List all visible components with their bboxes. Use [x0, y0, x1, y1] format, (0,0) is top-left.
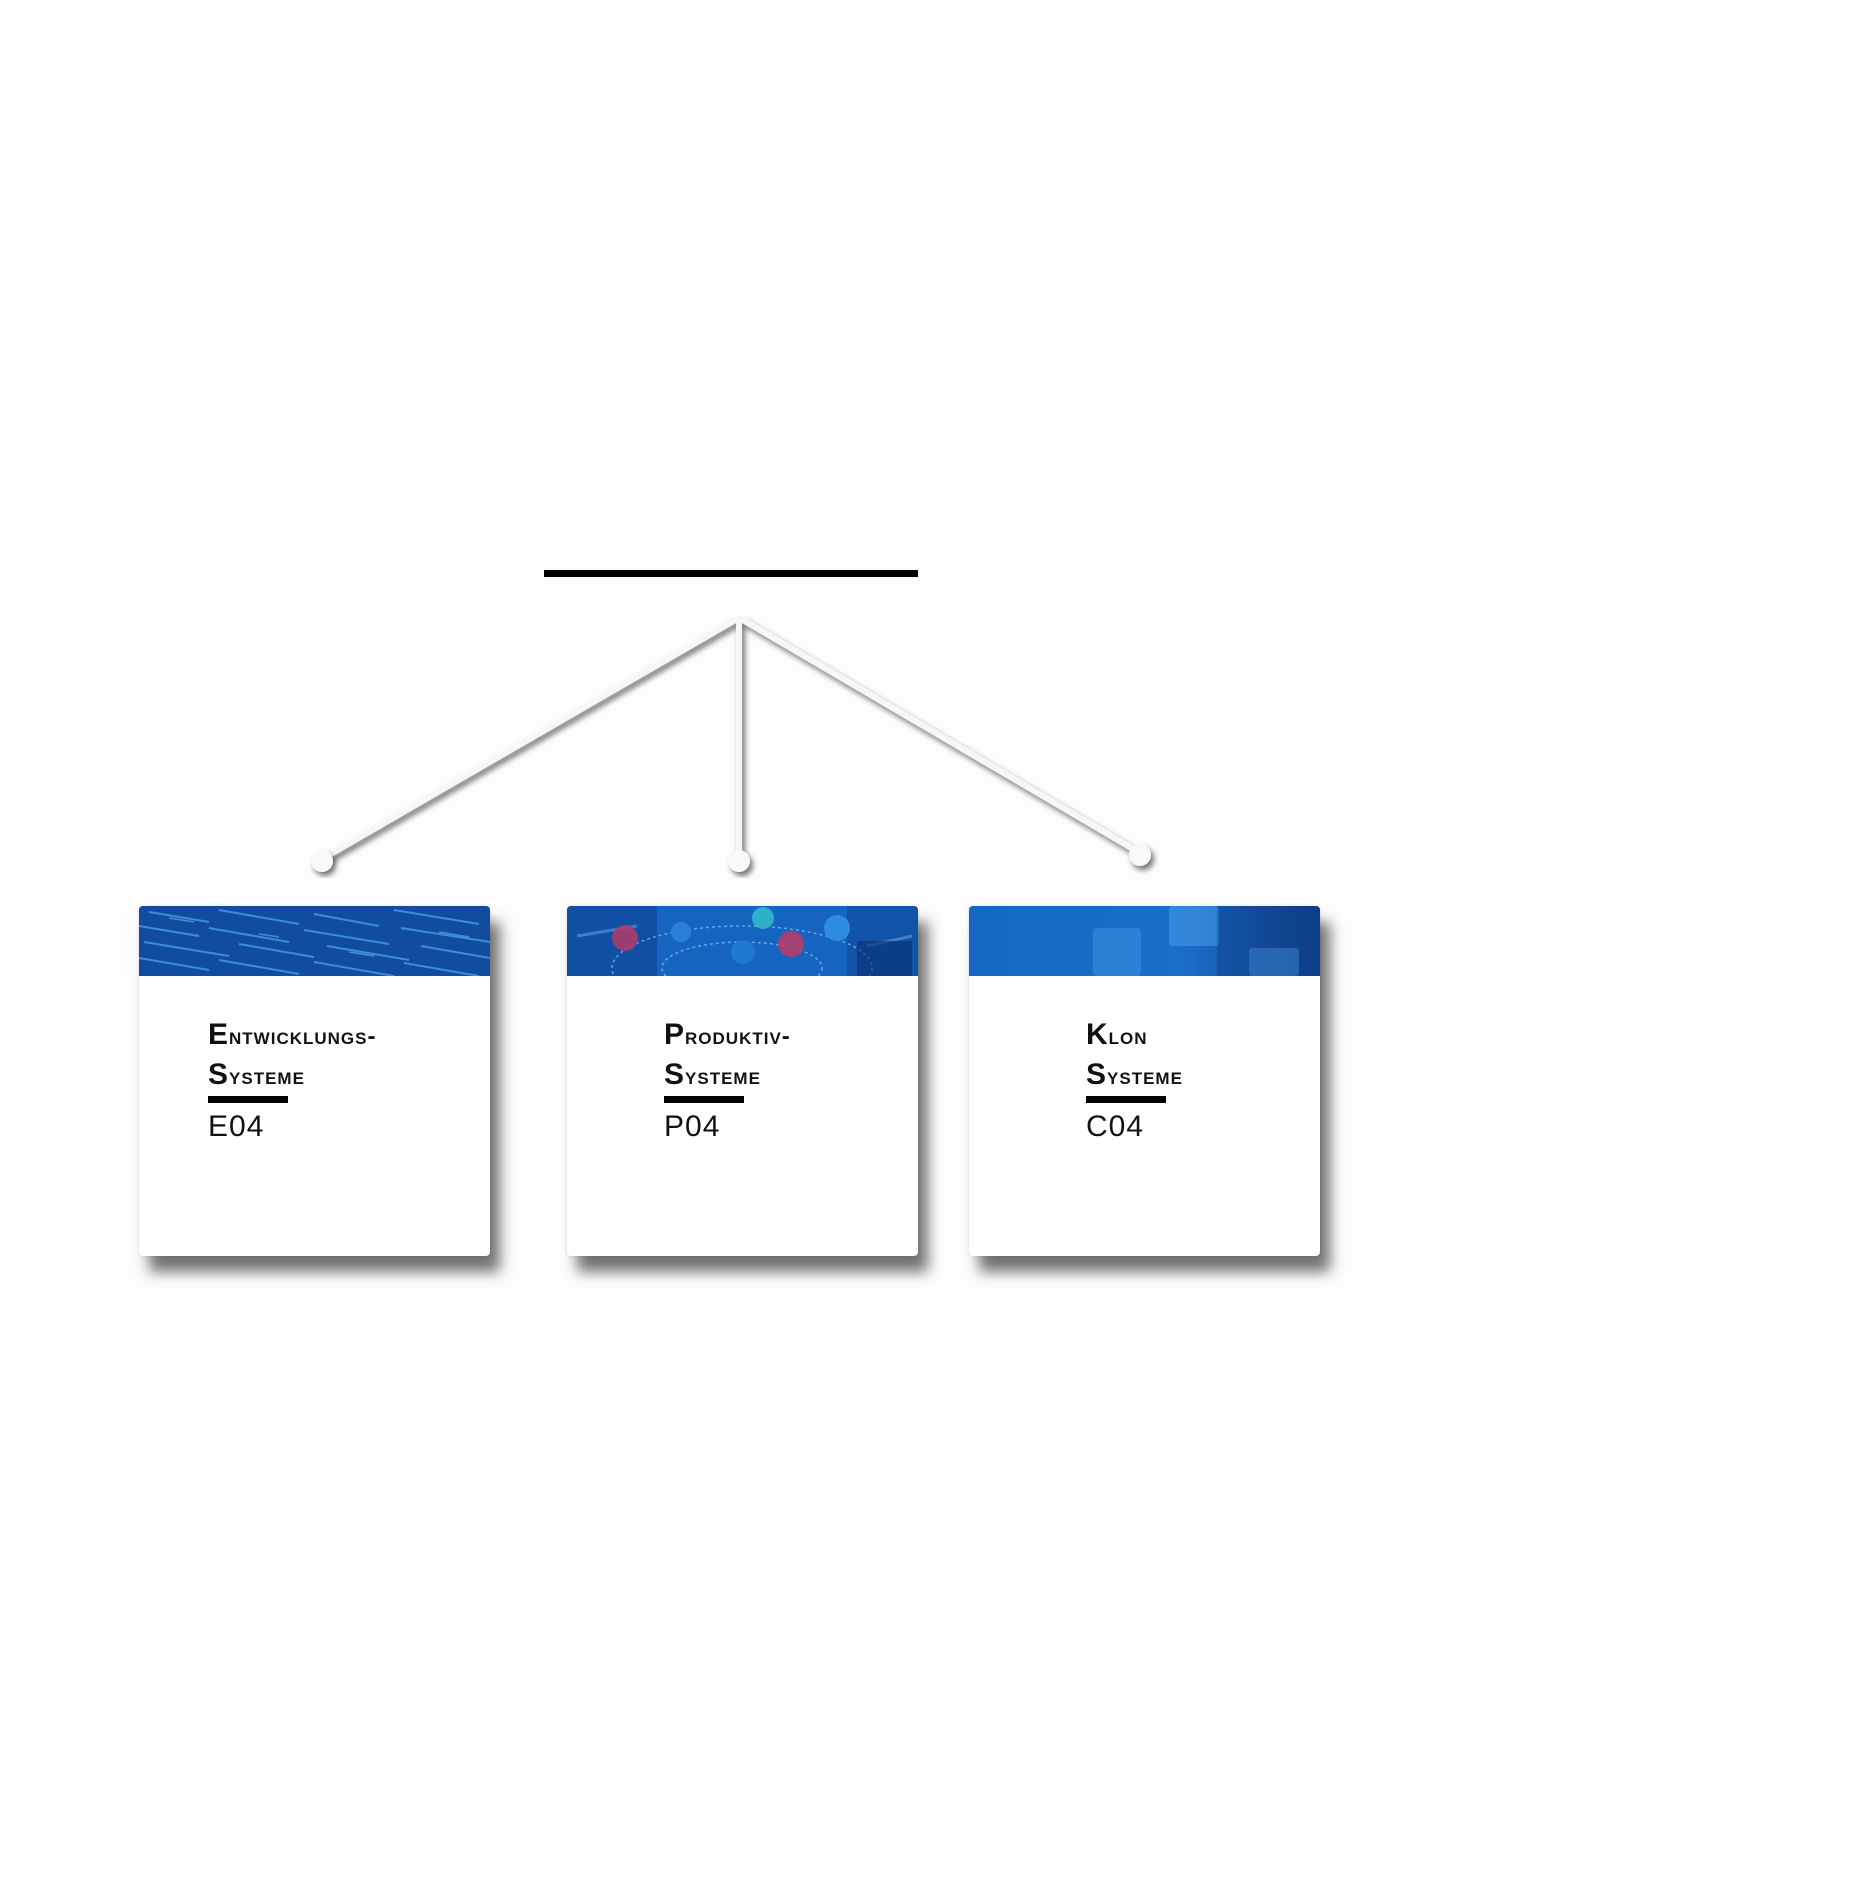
card-code: E04 [208, 1110, 265, 1143]
card-title: Produktiv- Systeme [664, 1016, 791, 1096]
card-entwicklungs-systeme[interactable]: Entwicklungs- Systeme E04 [139, 906, 490, 1256]
card-klon-systeme[interactable]: Klon Systeme C04 [969, 906, 1320, 1256]
banner-block-1 [1093, 928, 1141, 976]
card-rule [664, 1096, 744, 1103]
card-banner-blocks [969, 906, 1320, 976]
network-node-4 [778, 931, 804, 957]
banner-block-2 [1169, 906, 1219, 946]
card-code: P04 [664, 1110, 721, 1143]
card-rule [1086, 1096, 1166, 1103]
network-node-2 [671, 922, 691, 942]
network-node-6 [731, 940, 755, 964]
card-produktiv-systeme[interactable]: Produktiv- Systeme P04 [567, 906, 918, 1256]
card-title-line2: Systeme [664, 1058, 761, 1091]
card-title-line1: Klon [1086, 1018, 1148, 1051]
connector-node-center [728, 850, 750, 872]
card-rule [208, 1096, 288, 1103]
card-title-line2: Systeme [208, 1058, 305, 1091]
connector-line-right [740, 617, 1143, 856]
network-node-1 [612, 925, 638, 951]
connector-node-right [1129, 844, 1151, 866]
card-banner-network [567, 906, 918, 976]
header-rule [544, 570, 918, 577]
connector-line-left [319, 617, 738, 862]
network-node-5 [824, 915, 850, 941]
card-code: C04 [1086, 1110, 1145, 1143]
network-node-3 [752, 907, 774, 929]
card-banner-code [139, 906, 490, 976]
card-title-line2: Systeme [1086, 1058, 1183, 1091]
card-title-line1: Entwicklungs- [208, 1018, 377, 1051]
card-title-line1: Produktiv- [664, 1018, 791, 1051]
card-title: Entwicklungs- Systeme [208, 1016, 377, 1096]
connector-node-left [311, 850, 333, 872]
card-title: Klon Systeme [1086, 1016, 1183, 1096]
banner-block-3 [1249, 948, 1299, 976]
